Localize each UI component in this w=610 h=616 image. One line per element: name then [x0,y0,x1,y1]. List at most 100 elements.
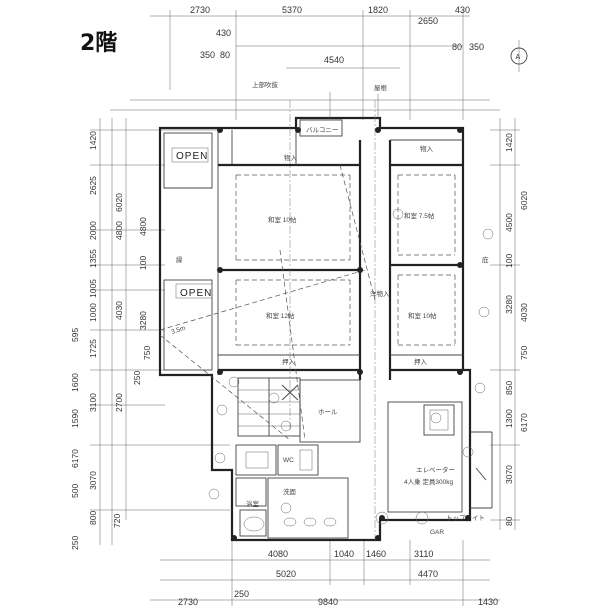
right-dimension-labels: 1420 4500 6020 100 3280 4030 850 750 130… [504,133,529,526]
bottom-dimensions: 4080 1040 1460 3110 5020 4470 2730 250 9… [150,540,500,607]
left-dim: 1600 [70,373,80,392]
oshiire1-label: 押入 [282,357,296,366]
top-dim: 1820 [368,5,388,15]
right-dimensions [490,118,520,530]
left-dim: 1005 [88,279,98,298]
right-dim: 4500 [504,213,514,232]
elevator-label: エレベーター [416,465,455,474]
left-dim: 2625 [88,176,98,195]
oshiire2-label: 押入 [414,357,428,366]
top-dim: 5370 [282,5,302,15]
floor-title: 2階 [80,31,117,56]
column-markers [217,127,471,541]
right-dim: 100 [504,254,514,268]
left-dim: 1000 [88,303,98,322]
left-dim-inner: 750 [142,346,152,360]
left-dim: 3100 [88,393,98,412]
left-dim: 3070 [88,471,98,490]
diagonal-annotation: 3.5m [170,325,186,336]
balcony-label: バルコニー [306,126,338,134]
bottom-dim: 1430 [478,597,498,607]
left-dim: 1355 [88,249,98,268]
top-dim: 2730 [190,5,210,15]
left-dimensions [90,118,230,545]
bottom-dim: 3110 [414,549,433,559]
left-dim: 250 [70,536,80,550]
left-dim: 6170 [70,449,80,468]
roof-note: 屋根 [374,83,388,92]
north-marker: A [510,40,528,72]
diagonal-guide: 3.5m [159,164,376,441]
left-dim-inner: 3280 [138,311,148,330]
right-dim: 80 [504,516,514,526]
room1-label: 和室 10帖 [268,215,297,224]
right-dim: 6020 [519,191,529,210]
upper-void-note: 上部吹抜 [252,80,279,89]
right-dim: 4030 [519,303,529,322]
left-dim: 720 [112,514,122,528]
left-dim-inner: 6020 [114,193,124,212]
left-dimension-labels: 1420 2625 4800 2000 1355 1005 1000 1725 … [70,131,152,550]
gar-label: GAR [430,529,444,536]
left-dim-inner: 4800 [138,217,148,236]
top-dim: 430 [455,5,470,15]
top-dim: 4540 [324,55,344,65]
bottom-dim: 2730 [178,597,198,607]
left-dim-inner: 100 [138,256,148,270]
bottom-dim: 4470 [418,569,438,579]
room2-label: 和室 7.5帖 [404,211,435,220]
stair [237,377,361,443]
annotations: 上部吹抜 屋根 庇 トップライト [252,80,489,522]
elevator-spec: 4人乗 定員300kg [404,477,454,486]
bottom-dim: 1040 [334,549,354,559]
open-label: OPEN [176,151,208,162]
right-dim: 1420 [504,133,514,152]
room3-label: 和室 12帖 [266,311,295,320]
interior-walls [218,119,463,380]
exterior-walls [158,116,472,542]
bottom-dim: 250 [234,589,249,599]
closet-label: 洋物入 [370,289,390,298]
right-dim: 1300 [504,409,514,428]
elevator-room [387,401,493,513]
left-dim: 1420 [88,131,98,150]
bottom-dim: 9840 [318,597,338,607]
wash-label: 洗面 [283,487,297,496]
left-dim: 800 [88,511,98,525]
toilet-label: WC [283,457,294,464]
left-dim-inner: 250 [132,371,142,385]
top-dimensions: 2730 5370 1820 2650 430 430 350 80 4540 … [110,5,500,120]
left-dim: 500 [70,484,80,498]
right-dim: 750 [519,346,529,360]
top-dim: 350 [469,42,484,52]
right-dim: 3070 [504,465,514,484]
porch-label: 縁 [176,255,183,264]
north-label: A [516,54,521,61]
wet-areas [235,444,349,539]
top-dim: 350 [200,50,215,60]
top-dim: 80 [220,50,230,60]
room4-label: 和室 10帖 [408,311,437,320]
right-dim: 3280 [504,295,514,314]
left-void-areas: OPEN OPEN 縁 [163,132,213,371]
left-dim: 4800 [114,221,124,240]
left-dim-inner: 2700 [114,393,124,412]
hall-label: 物入 [284,153,298,162]
left-dim-inner: 4030 [114,301,124,320]
bottom-dim: 5020 [276,569,296,579]
room-labels: 物入 和室 10帖 和室 7.5帖 和室 12帖 和室 10帖 押入 押入 物入… [246,126,455,536]
left-dim: 1590 [70,409,80,428]
left-dim: 595 [70,328,80,342]
callouts [208,208,494,525]
open-label: OPEN [180,288,212,299]
left-dim: 1725 [88,339,98,358]
top-dim: 80 [452,42,462,52]
right-dim: 850 [504,381,514,395]
eaves-note: 庇 [482,255,489,264]
bath-label: 浴室 [246,499,260,508]
bottom-dim: 1460 [366,549,386,559]
bottom-dim: 4080 [268,549,288,559]
room-grids [235,100,456,540]
left-dim: 2000 [88,221,98,240]
